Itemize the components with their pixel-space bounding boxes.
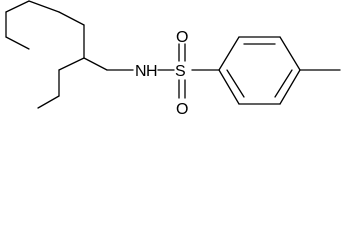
ring-bond-1 xyxy=(218,36,240,71)
structure-diagram: N H S O O xyxy=(5,0,341,118)
sulfur-atom-label: S xyxy=(175,63,186,80)
oxygen-bottom-atom-label: O xyxy=(176,101,188,118)
alkyl-chain xyxy=(5,0,108,109)
nitrogen-atom-label: N xyxy=(135,63,147,80)
ring-bond-3 xyxy=(279,36,301,71)
bond-chain-4 xyxy=(5,36,30,50)
ring-double-2 xyxy=(274,69,293,98)
nitrogen-hydrogen-label: H xyxy=(146,63,158,80)
bond-chain-7 xyxy=(83,57,108,71)
bond-ethyl-3 xyxy=(37,95,60,109)
ring-double-3 xyxy=(226,69,245,98)
benzene-ring xyxy=(218,36,301,105)
ring-bond-6 xyxy=(218,69,240,105)
bond-chain-1 xyxy=(5,0,30,13)
oxygen-top-atom-label: O xyxy=(176,29,188,46)
ring-bond-4 xyxy=(279,69,301,105)
bond-ethyl-1 xyxy=(58,57,85,71)
bond-chain-5 xyxy=(58,11,85,26)
bond-chain-2 xyxy=(28,0,60,13)
